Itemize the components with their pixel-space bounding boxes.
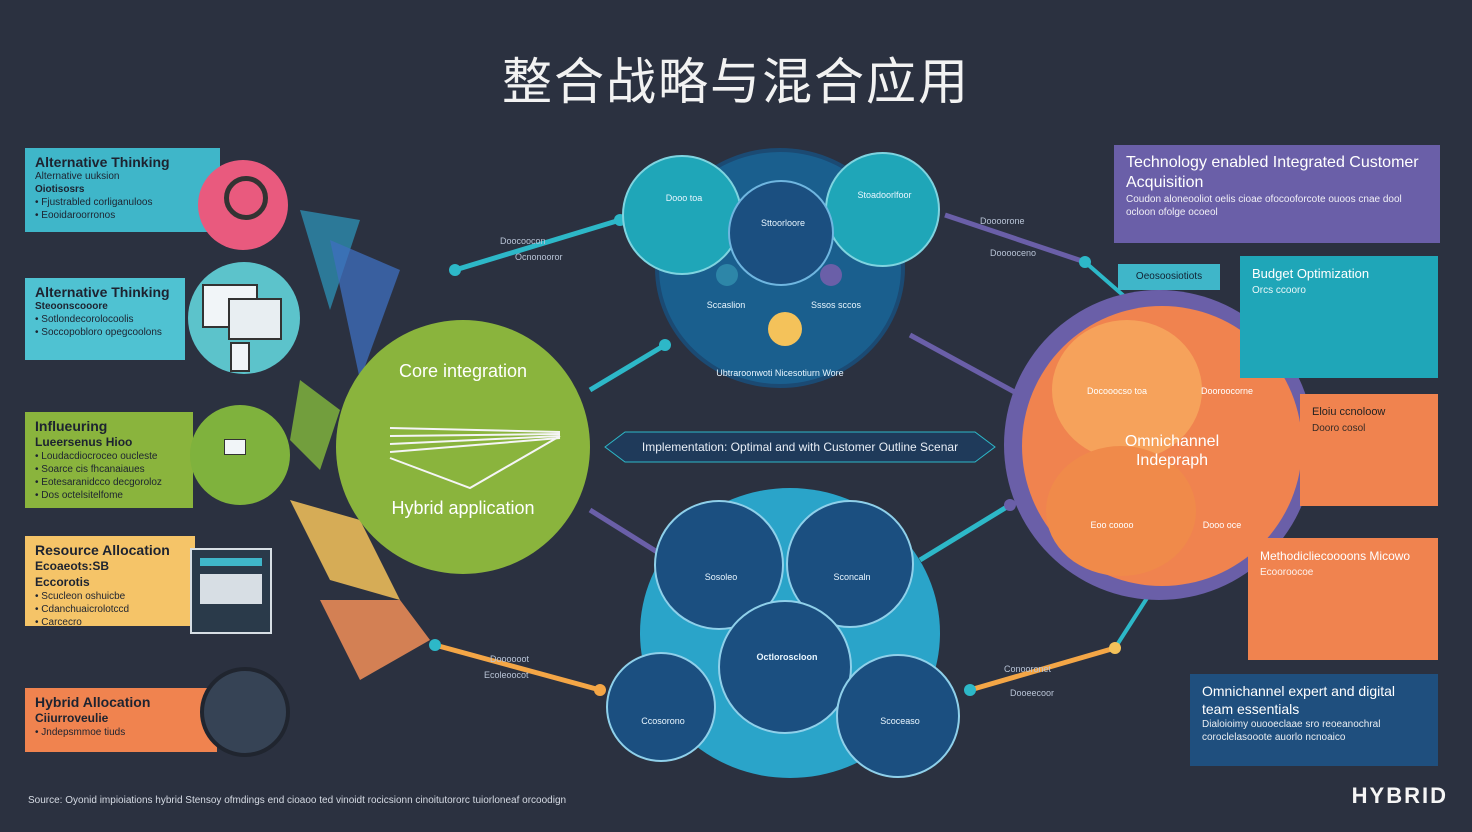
left-card-3: Influeuring Lueersenus Hioo Loudacdiocro… <box>25 412 193 508</box>
bottom-circle-4: Scoceaso <box>836 654 960 778</box>
core-integration-label: Core integration <box>398 361 528 381</box>
brand-logo: HYBRID <box>1351 783 1448 808</box>
right-card-5: Omnichannel expert and digital team esse… <box>1190 674 1438 766</box>
left-card-2: Alternative Thinking Steoonscooore Sotlo… <box>25 278 185 360</box>
dark-circle-icon <box>200 667 290 757</box>
left-card-5: Hybrid Allocation Ciiurroveulie Jndepsmm… <box>25 688 217 752</box>
chevron-shape <box>290 380 340 470</box>
hybrid-application-label: Hybrid application <box>391 498 535 518</box>
right-card-1: Technology enabled Integrated Customer A… <box>1114 145 1440 243</box>
chevron-shape <box>320 600 430 680</box>
chart-board-icon <box>190 405 290 505</box>
gear-icon <box>768 312 802 346</box>
right-card-4: Methodicliecoooons Micowo Ecooroocoe <box>1248 538 1438 660</box>
top-cluster-circle-center: Sttoorloore <box>728 180 834 286</box>
connector-line <box>454 217 621 273</box>
left-card-4: Resource Allocation Ecoaeots:SB Eccoroti… <box>25 536 195 628</box>
chevron-shape <box>300 210 360 310</box>
bottom-circle-1: Sosoleo <box>654 500 784 630</box>
side-tag: Oeosoosiotiots <box>1118 264 1220 290</box>
right-card-2: Budget Optimization Orcs ccooro <box>1240 256 1438 378</box>
left-card-1: Alternative Thinking Alternative uuksion… <box>25 148 220 232</box>
people-icon <box>716 264 738 286</box>
core-integration-circle: Core integration Hybrid application <box>336 320 590 574</box>
chevron-shape <box>290 500 400 600</box>
banner-arrow <box>604 431 996 463</box>
target-icon <box>820 264 842 286</box>
person-avatar-icon <box>198 160 288 250</box>
device-screens-icon <box>188 262 300 374</box>
top-cluster-circle-left: Dooo toa <box>622 155 742 275</box>
top-cluster-circle-right: Stoadoorlfoor <box>825 152 940 267</box>
implementation-banner: Implementation: Optimal and with Custome… <box>641 440 959 454</box>
source-note: Source: Oyonid impioiations hybrid Stens… <box>28 795 567 806</box>
bottom-circle-center: Octloroscloon <box>718 600 852 734</box>
right-card-3: Eloiu ccnoloow Dooro cosol <box>1300 394 1438 506</box>
omnichannel-label: Omnichannel Indepraph <box>1124 433 1220 469</box>
chevron-shape <box>330 240 400 380</box>
bottom-circle-3: Ccosorono <box>606 652 716 762</box>
page-title: 整合战略与混合应用 <box>502 53 970 111</box>
tablet-dashboard-icon <box>190 548 272 634</box>
merge-arrows-icon <box>389 427 561 490</box>
